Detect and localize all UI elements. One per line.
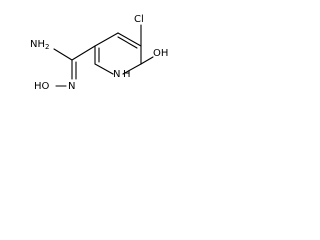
- amine-nh: NH: [30, 39, 45, 50]
- bond-c4-c5: [117, 32, 142, 47]
- bond-n1-c2: [94, 63, 114, 75]
- oxime-nitrogen-label: N: [68, 81, 75, 92]
- bond-c4-c5-inner: [117, 36, 138, 49]
- amine-label: NH2: [30, 39, 49, 51]
- hydroxyl-label: OH: [153, 48, 168, 59]
- ring-nitrogen-label: N: [113, 69, 120, 80]
- atom-labels: Cl NH2 OH N H HO N: [30, 14, 168, 92]
- structure-diagram: Cl NH2 OH N H HO N: [30, 14, 168, 92]
- bonds: [53, 24, 154, 87]
- bond-c3-c4: [94, 32, 119, 47]
- bond-camid-nh2: [53, 48, 73, 61]
- chlorine-label: Cl: [134, 14, 144, 25]
- amine-subscript: 2: [45, 43, 49, 51]
- ring-nh-hydrogen-label: H: [123, 69, 131, 80]
- oxime-hydroxy-label: HO: [34, 81, 50, 92]
- bond-c6-o: [140, 56, 154, 65]
- bond-c6-n1: [122, 63, 142, 75]
- bond-c3-camid: [71, 45, 96, 61]
